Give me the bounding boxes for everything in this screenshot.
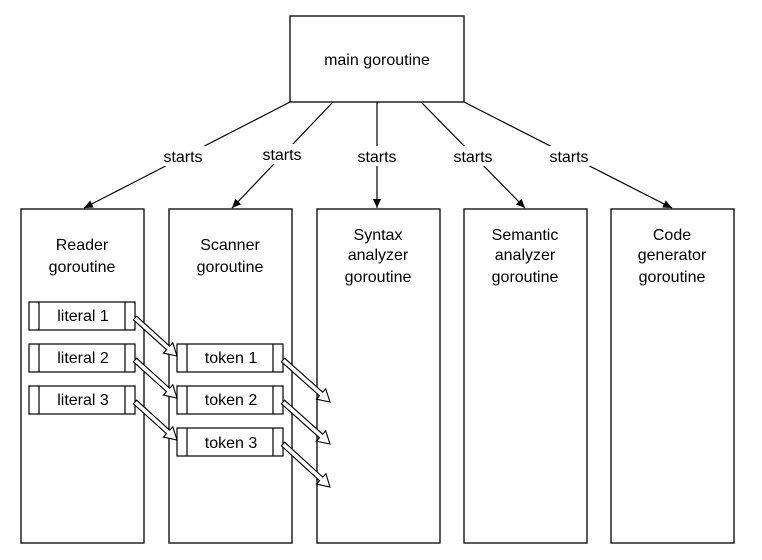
literal-label-3: literal 3 xyxy=(57,392,109,409)
stage-codegen-line-3: goroutine xyxy=(639,269,706,286)
stage-semantic-line-2: analyzer xyxy=(495,247,556,264)
literal-chip-1: literal 1 xyxy=(28,301,136,331)
flow-arrows xyxy=(132,315,331,488)
token-chip-1: token 1 xyxy=(176,343,284,373)
edge-label-codegen: starts xyxy=(549,149,588,166)
token-chip-2: token 2 xyxy=(176,385,284,415)
stage-scanner-line-2: goroutine xyxy=(197,259,264,276)
stage-reader: Reader goroutine xyxy=(20,208,145,544)
stage-reader-line-1: Reader xyxy=(56,237,109,254)
token-label-3: token 3 xyxy=(205,435,258,452)
stage-semantic-line-3: goroutine xyxy=(492,269,559,286)
arrow-literal-2-to-token-2 xyxy=(132,357,178,399)
literal-chip-3: literal 3 xyxy=(28,385,136,415)
stage-semantic-line-1: Semantic xyxy=(492,227,559,244)
edge-label-syntax: starts xyxy=(357,149,396,166)
starts-edges: starts starts starts starts starts xyxy=(83,101,673,209)
stage-syntax-line-2: analyzer xyxy=(348,247,409,264)
stage-code-generator: Code generator goroutine xyxy=(610,208,735,544)
stage-syntax-line-3: goroutine xyxy=(345,269,412,286)
literal-chip-2: literal 2 xyxy=(28,343,136,373)
edge-label-scanner: starts xyxy=(262,147,301,164)
token-chip-3: token 3 xyxy=(176,427,284,457)
main-goroutine-label: main goroutine xyxy=(324,52,430,69)
arrow-token-2-to-syntax xyxy=(280,399,331,445)
token-label-1: token 1 xyxy=(205,350,258,367)
stage-syntax-analyzer: Syntax analyzer goroutine xyxy=(316,208,441,544)
stage-semantic-analyzer: Semantic analyzer goroutine xyxy=(463,208,588,544)
edge-label-reader: starts xyxy=(163,149,202,166)
stage-reader-line-2: goroutine xyxy=(49,259,116,276)
stage-codegen-line-1: Code xyxy=(653,227,691,244)
stage-codegen-line-2: generator xyxy=(638,247,707,264)
arrow-literal-3-to-token-3 xyxy=(132,399,178,441)
stage-syntax-line-1: Syntax xyxy=(354,227,403,244)
literal-label-1: literal 1 xyxy=(57,308,109,325)
stage-scanner: Scanner goroutine xyxy=(168,208,293,544)
token-label-2: token 2 xyxy=(205,392,258,409)
arrow-token-3-to-syntax xyxy=(280,441,331,488)
main-goroutine-node: main goroutine xyxy=(289,15,465,103)
arrow-literal-1-to-token-1 xyxy=(132,315,178,357)
arrow-token-1-to-syntax xyxy=(280,357,331,403)
edge-label-semantic: starts xyxy=(453,149,492,166)
literal-label-2: literal 2 xyxy=(57,350,109,367)
stage-scanner-line-1: Scanner xyxy=(200,237,260,254)
